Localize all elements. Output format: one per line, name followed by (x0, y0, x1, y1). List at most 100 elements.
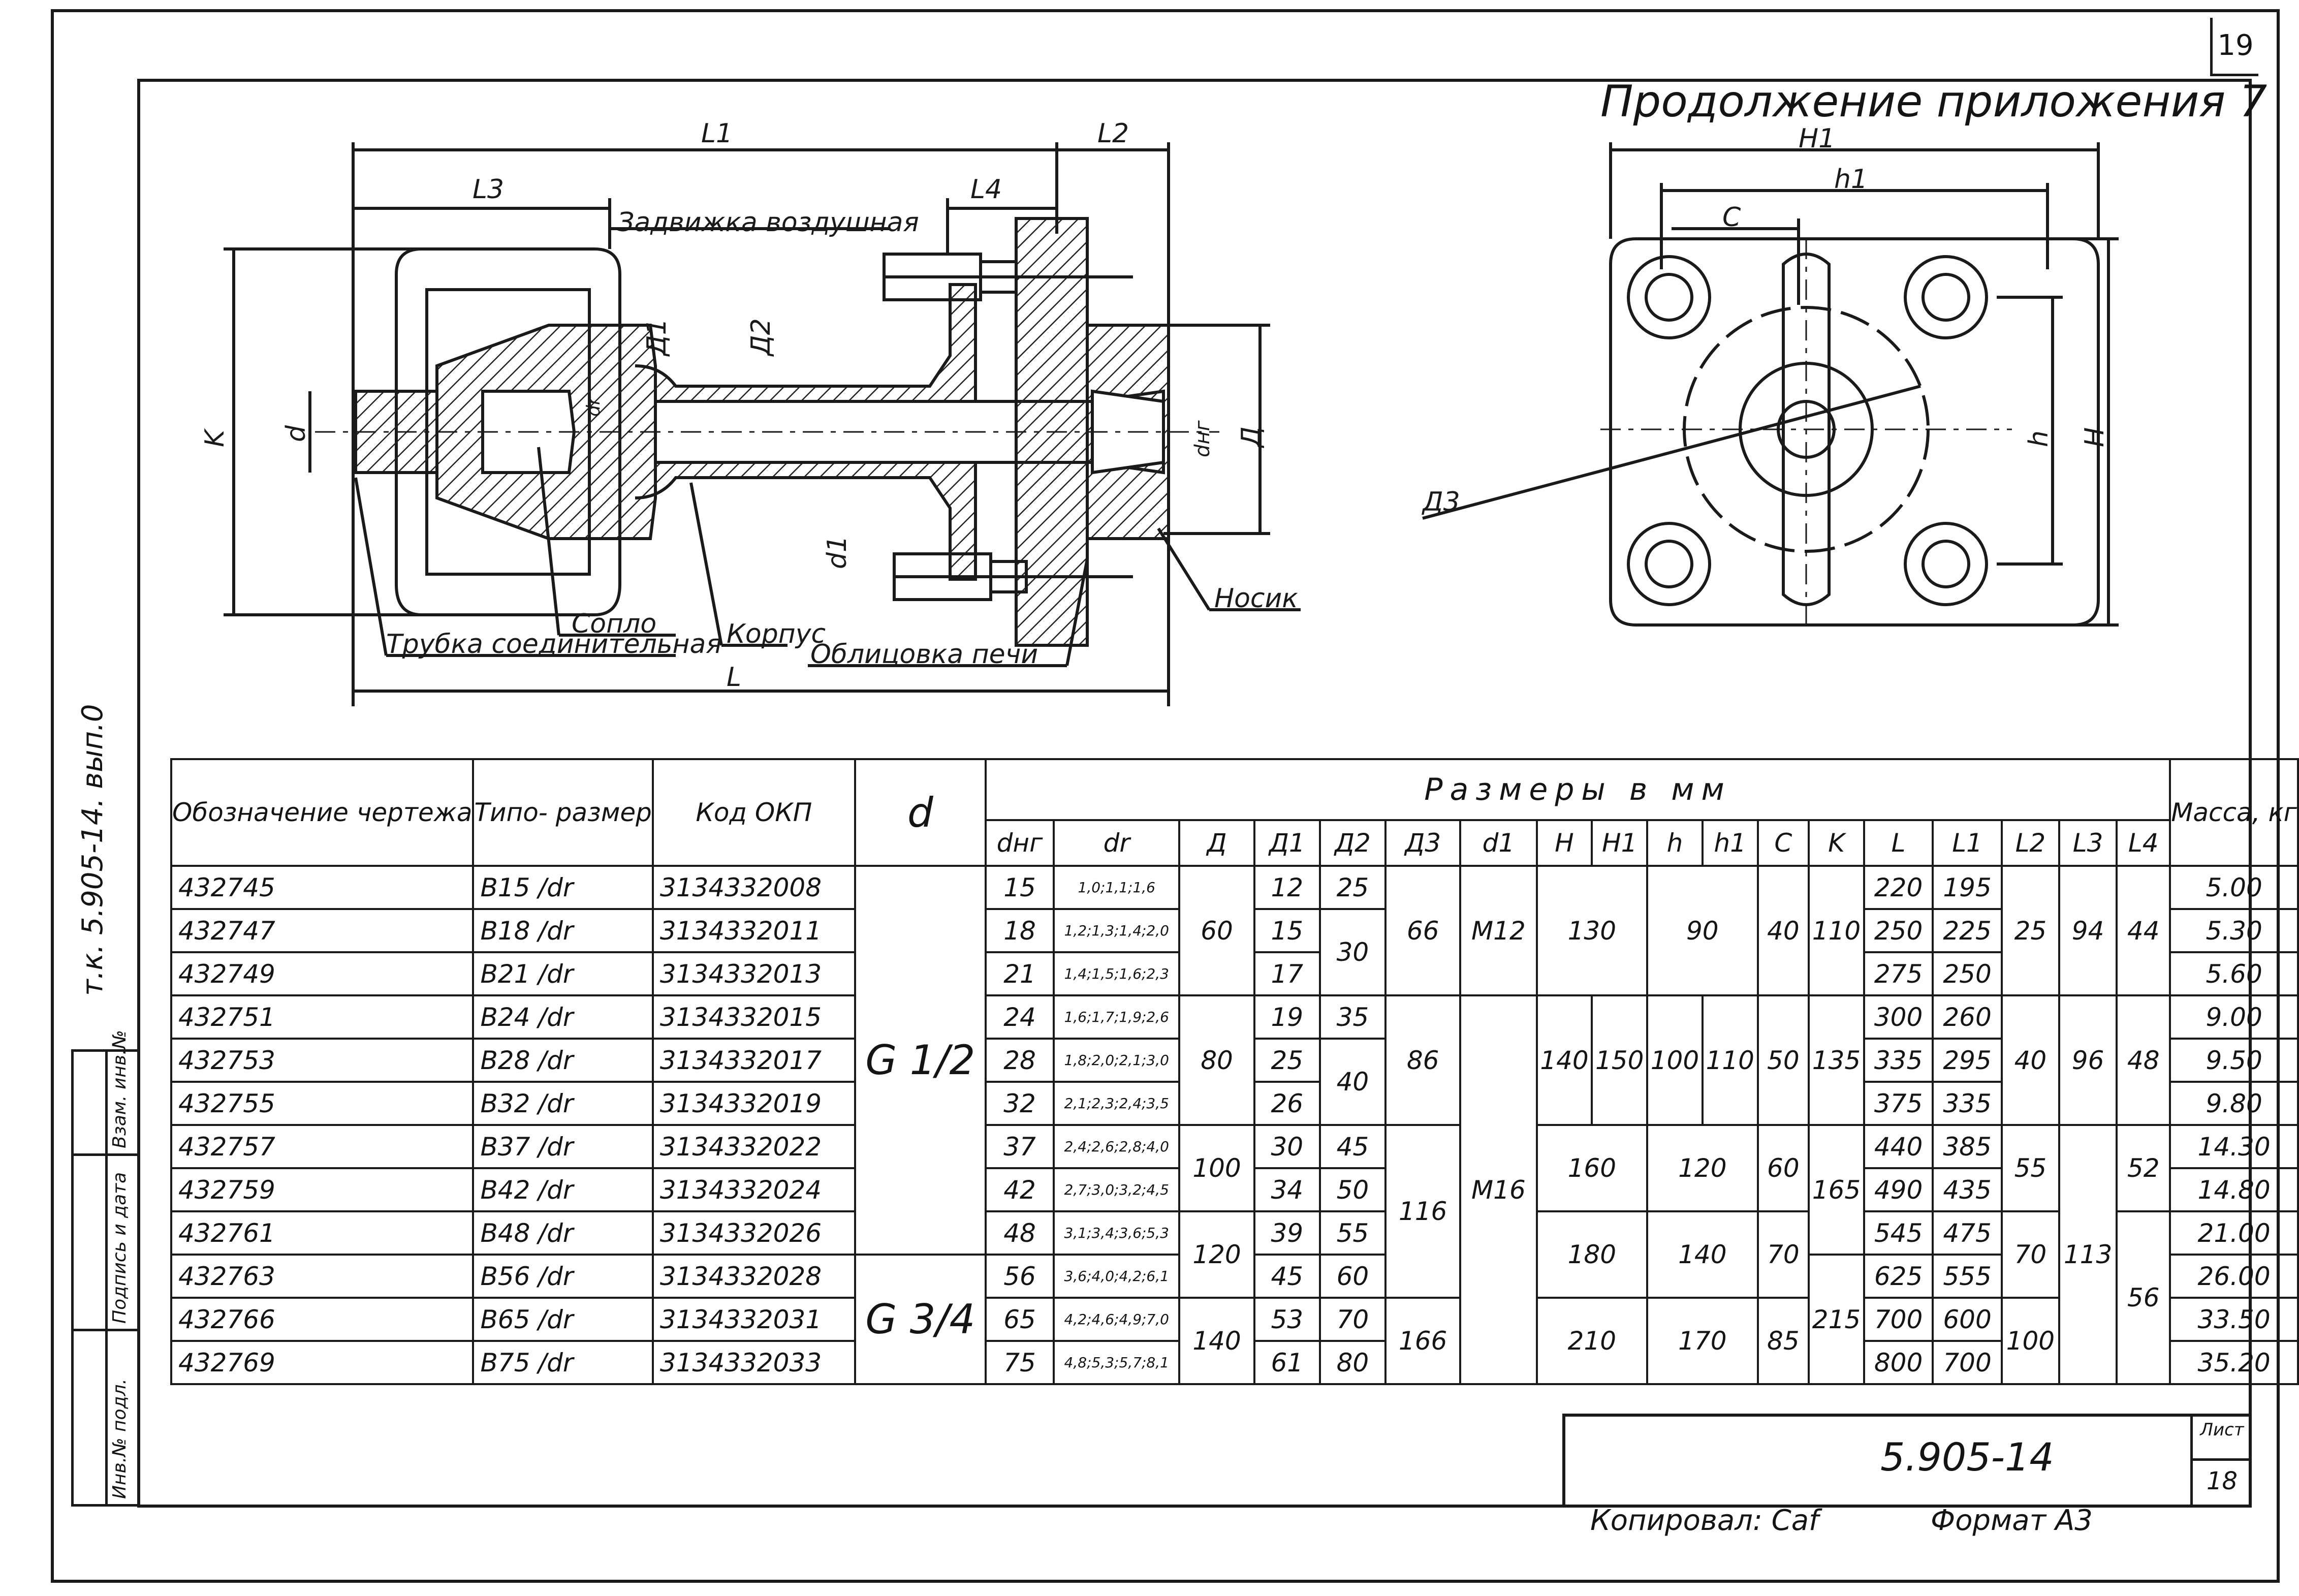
cell-H: 130 (1535, 865, 1649, 996)
dim-h1: h1 (1834, 164, 1868, 195)
table-row: 432745 B15 /dr 3134332008 G 1/2 15 1,0;1… (170, 865, 2299, 1256)
cell-h: 140 (1646, 1210, 1759, 1299)
cell-L: 800 (1863, 1340, 1934, 1385)
cell-D1: 26 (1253, 1081, 1321, 1126)
cell-dr: 1,8;2,0;2,1;3,0 (1053, 1038, 1181, 1083)
cell-dr: 2,1;2,3;2,4;3,5 (1053, 1081, 1181, 1126)
cell-L: 490 (1863, 1167, 1934, 1212)
cell-dr: 3,1;3,4;3,6;5,3 (1053, 1210, 1181, 1256)
cell-L: 625 (1863, 1254, 1934, 1299)
cell-D1: 25 (1253, 1038, 1321, 1083)
cell-okp: 3134332028 (651, 1254, 856, 1299)
cell-okp: 3134332022 (651, 1124, 856, 1169)
header-size: Типо- размер (472, 758, 654, 867)
dim-K: K (200, 428, 230, 447)
table-row: 432753 B28 /dr 3134332017 28 1,8;2,0;2,1… (170, 1038, 2299, 1126)
cell-okp: 3134332026 (651, 1210, 856, 1256)
cell-d-thread-half: G 1/2 (854, 865, 987, 1256)
cell-okp: 3134332024 (651, 1167, 856, 1212)
cell-dng: 18 (984, 908, 1055, 953)
cell-size: B24 /dr (472, 994, 654, 1040)
table-row: 432766 B65 /dr 3134332031 65 4,2;4,6;4,9… (170, 1297, 2299, 1385)
sub-L: L (1863, 819, 1934, 867)
cell-D1: 15 (1253, 908, 1321, 953)
cell-mass: 5.30 (2169, 908, 2299, 953)
cell-mass: 21.00 (2169, 1210, 2299, 1256)
cell-designation: 432763 (170, 1254, 475, 1299)
cell-designation: 432759 (170, 1167, 475, 1212)
sub-L2: L2 (2000, 819, 2061, 867)
cell-size: B15 /dr (472, 865, 654, 910)
cell-mass: 9.50 (2169, 1038, 2299, 1083)
cell-designation: 432751 (170, 994, 475, 1040)
cell-L: 440 (1863, 1124, 1934, 1169)
cell-L: 545 (1863, 1210, 1934, 1256)
cell-designation: 432761 (170, 1210, 475, 1256)
cell-L1: 225 (1932, 908, 2003, 953)
cell-L1: 260 (1932, 994, 2003, 1040)
cell-L1: 475 (1932, 1210, 2003, 1256)
cell-dr: 1,4;1,5;1,6;2,3 (1053, 951, 1181, 996)
table-row: 432749 B21 /dr 3134332013 21 1,4;1,5;1,6… (170, 951, 2299, 996)
cell-L2: 40 (2000, 994, 2061, 1126)
cell-L1: 195 (1932, 865, 2003, 910)
cell-d1: M12 (1459, 865, 1538, 996)
cell-C: 60 (1756, 1124, 1810, 1212)
table-row: 432769 B75 /dr 3134332033 75 4,8;5,3;5,7… (170, 1340, 2299, 1385)
cell-L1: 385 (1932, 1124, 2003, 1169)
document-code: 5.905-14 (1880, 1434, 2054, 1480)
cell-mass: 35.20 (2169, 1340, 2299, 1385)
dim-D: Д (1236, 426, 1267, 448)
cell-L1: 600 (1932, 1297, 2003, 1342)
cell-mass: 9.00 (2169, 994, 2299, 1040)
callout-lining: Облицовка печи (810, 639, 1038, 670)
cell-L1: 435 (1932, 1167, 2003, 1212)
cell-L1: 250 (1932, 951, 2003, 996)
cell-h: 90 (1646, 865, 1759, 996)
cell-K: 110 (1808, 865, 1865, 996)
approval-strip: Инв.№ подл. Подпись и дата Взам. инв.№ (71, 1030, 140, 1507)
dim-C: C (1722, 202, 1741, 233)
cell-h1: 110 (1701, 994, 1759, 1126)
cell-L: 375 (1863, 1081, 1934, 1126)
cell-D: 60 (1178, 865, 1255, 996)
cell-dng: 15 (984, 865, 1055, 910)
cell-okp: 3134332011 (651, 908, 856, 953)
cell-size: B42 /dr (472, 1167, 654, 1212)
table-row: 432761 B48 /dr 3134332026 48 3,1;3,4;3,6… (170, 1210, 2299, 1385)
cell-D2: 70 (1318, 1297, 1387, 1342)
cell-designation: 432747 (170, 908, 475, 953)
sub-D3: Д3 (1384, 819, 1462, 867)
title-block: 5.905-14 Лист 18 (1562, 1414, 2251, 1505)
cell-D1: 34 (1253, 1167, 1321, 1212)
cell-H: 180 (1535, 1210, 1649, 1299)
cell-h: 170 (1646, 1297, 1759, 1385)
sub-K: K (1808, 819, 1865, 867)
cell-mass: 5.60 (2169, 951, 2299, 996)
cell-size: B28 /dr (472, 1038, 654, 1083)
header-mass: Масса, кг (2169, 758, 2299, 867)
sub-D1: Д1 (1253, 819, 1321, 867)
dim-L1: L1 (701, 118, 733, 149)
cell-K: 135 (1808, 994, 1865, 1126)
dim-D3: Д3 (1422, 487, 1460, 517)
cell-L1: 700 (1932, 1340, 2003, 1385)
cell-L3: 113 (2058, 1124, 2118, 1385)
cell-D2: 35 (1318, 994, 1387, 1040)
cell-size: B18 /dr (472, 908, 654, 953)
archive-mark: т.к. 5.905-14. вып.0 (76, 704, 109, 996)
dim-H1: H1 (1799, 123, 1835, 154)
cell-D2: 80 (1318, 1340, 1387, 1385)
cell-H: 140 (1535, 994, 1593, 1126)
cell-okp: 3134332008 (651, 865, 856, 910)
cell-dr: 3,6;4,0;4,2;6,1 (1053, 1254, 1181, 1299)
strip-replace-label: Взам. инв.№ (109, 1030, 130, 1148)
cell-D1: 45 (1253, 1254, 1321, 1299)
cell-D2: 45 (1318, 1124, 1387, 1169)
callout-tube: Трубка соединительная (386, 629, 722, 660)
cell-L: 335 (1863, 1038, 1934, 1083)
cell-dng: 65 (984, 1297, 1055, 1342)
header-dims: Размеры в мм (984, 758, 2171, 821)
cell-D2: 50 (1318, 1167, 1387, 1212)
sheet-label: Лист (2200, 1420, 2244, 1440)
